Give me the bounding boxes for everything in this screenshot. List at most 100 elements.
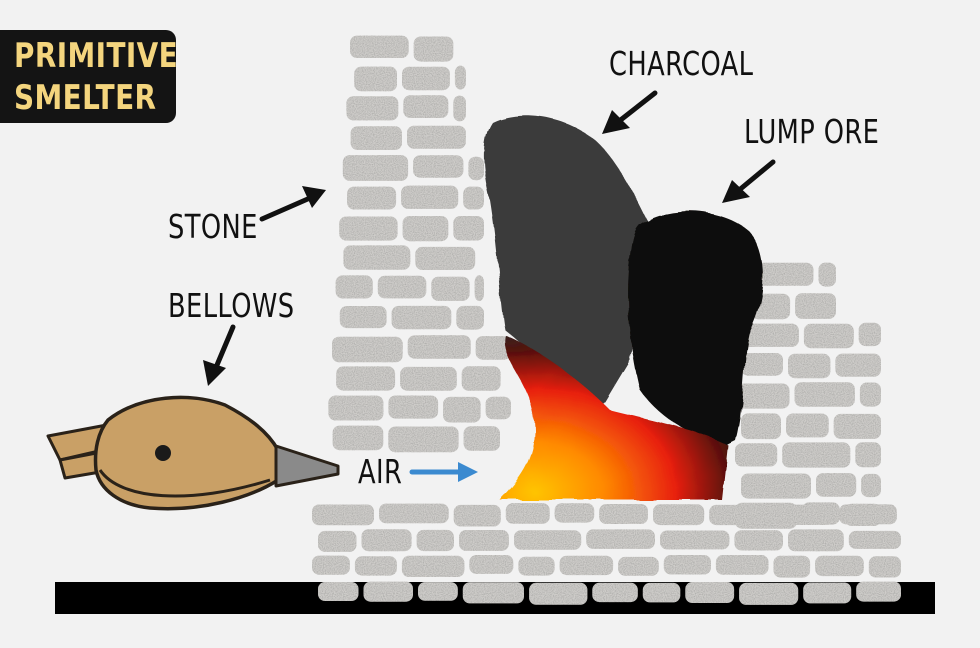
stone-block (332, 425, 384, 451)
stone-block (431, 276, 470, 301)
stone-block (709, 504, 771, 526)
stone-block (858, 322, 881, 347)
stone-block (734, 530, 783, 551)
stone-block (848, 530, 901, 549)
stone-block (388, 426, 459, 453)
stone-block (318, 582, 359, 601)
stone-block (803, 323, 854, 349)
stone-block (459, 530, 509, 551)
stone-block (343, 245, 411, 270)
stone-block (407, 335, 471, 359)
stone-block (599, 504, 648, 524)
stone-block (529, 582, 588, 605)
stone-block (403, 95, 449, 118)
stone-block (462, 582, 524, 604)
stone-block (347, 186, 397, 210)
stone-block (461, 366, 501, 391)
stone-block (788, 353, 831, 379)
stone-block (413, 36, 454, 62)
stone-block (379, 503, 449, 524)
stone-block (586, 529, 655, 549)
air-arrow-icon (409, 462, 478, 482)
stone-block (653, 504, 705, 526)
stone-block (475, 336, 511, 360)
stone-block (660, 530, 730, 550)
stone-block (391, 305, 452, 330)
stone-block (401, 555, 465, 577)
stone-block (835, 353, 881, 377)
stone-block (415, 246, 476, 270)
stone-block (775, 504, 835, 525)
stone-block (735, 323, 799, 347)
stone-block (354, 556, 397, 576)
stone-block (833, 413, 881, 439)
stone-block (816, 473, 857, 497)
stone-block (505, 503, 550, 524)
stone-block (335, 275, 373, 299)
stone-block (354, 66, 397, 92)
stone-block (868, 556, 901, 578)
stone-block (839, 504, 897, 525)
stone-block (663, 555, 711, 575)
stone-block (453, 216, 484, 241)
stone-block (463, 186, 484, 210)
stone-block (350, 126, 402, 150)
stone-block (815, 555, 864, 577)
stone-block (312, 504, 374, 526)
title-line-1: PRIMITIVE (14, 36, 179, 76)
stone-block (794, 382, 855, 407)
stone-block (332, 336, 403, 363)
stone-block (642, 582, 681, 603)
stone-walls (312, 35, 901, 605)
stone-block (715, 555, 769, 575)
stone-block (443, 396, 481, 423)
stone-block (413, 155, 464, 178)
stone-block (312, 555, 350, 575)
stone-block (818, 262, 836, 287)
title-line-2: SMELTER (14, 78, 157, 118)
stone-block (339, 306, 387, 329)
stone-block (855, 442, 881, 468)
stone-block (485, 396, 511, 420)
label-bellows: BELLOWS (168, 286, 295, 325)
stone-block (336, 366, 396, 391)
stone-block (554, 503, 595, 523)
stone-block (456, 305, 484, 330)
label-stone: STONE (168, 207, 258, 246)
stone-block (407, 125, 466, 149)
stone-block (474, 275, 484, 302)
stone-block (453, 95, 466, 122)
stone-block (735, 383, 790, 409)
stone-block (418, 582, 458, 601)
label-charcoal: CHARCOAL (609, 44, 754, 83)
charcoal-mass (483, 115, 650, 411)
stone-block (856, 581, 901, 602)
stone-block (788, 529, 844, 552)
stone-block (339, 216, 398, 241)
stone-block (453, 504, 501, 527)
stone-block (861, 473, 881, 498)
stone-block (773, 555, 811, 578)
stone-block (463, 426, 500, 451)
stone-block (402, 216, 449, 242)
stone-block (518, 556, 555, 576)
stone-block (751, 293, 791, 320)
title-badge: PRIMITIVE SMELTER (0, 30, 179, 123)
stone-block (741, 473, 811, 499)
stone-block (346, 96, 399, 121)
stone-block (361, 529, 412, 552)
stone-block (454, 65, 466, 90)
stone-block (416, 529, 454, 552)
stone-block (350, 35, 409, 58)
stone-block (342, 155, 409, 181)
label-air: AIR (358, 452, 403, 491)
stone-block (388, 395, 439, 419)
stone-block (328, 395, 384, 421)
stone-block (514, 530, 582, 550)
stone-block (685, 582, 735, 603)
lump-ore-mass (628, 211, 763, 445)
stone-block (401, 185, 459, 209)
stone-block (318, 530, 357, 552)
stone-block (786, 413, 829, 438)
